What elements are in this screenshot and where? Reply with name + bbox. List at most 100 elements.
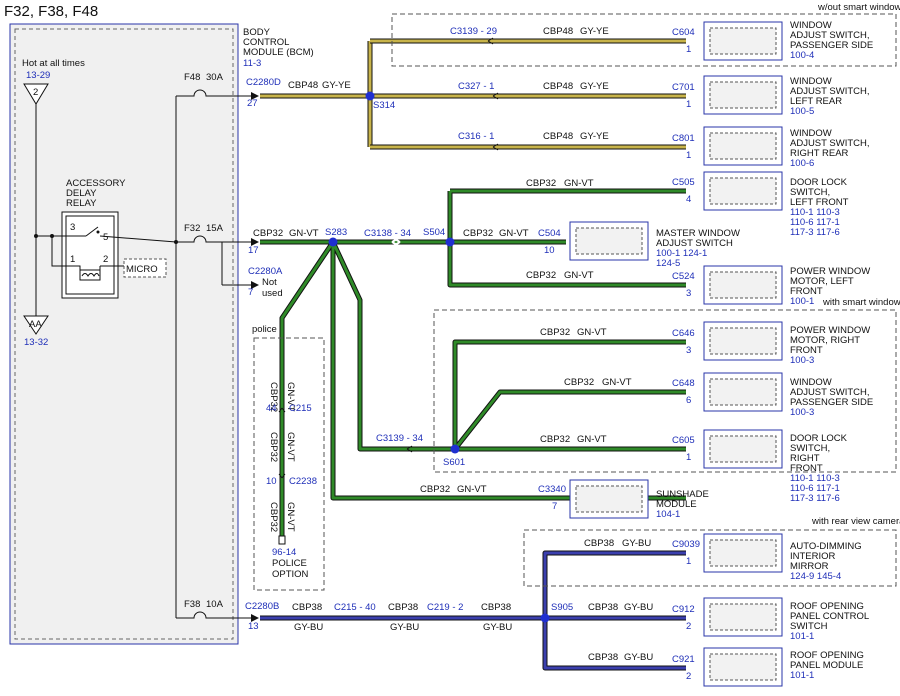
- wire-label-gn-vt-c648: GN-VT: [602, 377, 632, 388]
- wire-label-gy-ye-2: GY-YE: [580, 81, 609, 92]
- connector-c524: C524: [672, 271, 695, 282]
- connector-c801: C801: [672, 133, 695, 144]
- component-label-c701-0: WINDOW: [790, 76, 832, 87]
- splice-s504-label: S504: [423, 227, 445, 238]
- component-label-c648-2: PASSENGER SIDE: [790, 397, 873, 408]
- wire-label-cbp32-c648: CBP32: [564, 377, 594, 388]
- connector-c646: C646: [672, 328, 695, 339]
- component-label-c9039-1: INTERIOR: [790, 551, 836, 562]
- component-ref-c912-0: 101-1: [790, 631, 814, 642]
- police-label: police: [252, 324, 277, 335]
- wire-label-cbp32-main: CBP32: [253, 228, 283, 239]
- wire-label-gn-vt-c605: GN-VT: [577, 434, 607, 445]
- wire-label-cbp38-3: CBP38: [481, 602, 511, 613]
- without-smart-window-group: [391, 13, 897, 67]
- wire-label-gy-ye-1: GY-YE: [580, 26, 609, 37]
- component-label-c9039-0: AUTO-DIMMING: [790, 541, 862, 552]
- splice-s905: [540, 613, 550, 623]
- pin-c604: 1: [686, 44, 691, 55]
- component-ref-c9039-0: 124-9 145-4: [790, 571, 841, 582]
- component-label-c604-0: WINDOW: [790, 20, 832, 31]
- pin-c3340: 7: [552, 501, 557, 512]
- with-smart-window-label: with smart window: [822, 297, 900, 308]
- component-label-c648-0: WINDOW: [790, 377, 832, 388]
- yellow-branch-lines: [370, 38, 686, 150]
- hot-at-all-times-label: Hot at all times: [22, 58, 85, 69]
- connector-c921: C921: [672, 654, 695, 665]
- relay-label-line-2: DELAY: [66, 188, 97, 199]
- wire-label-gy-bu-1: GY-BU: [294, 622, 323, 633]
- component-ref-c604-0: 100-4: [790, 50, 814, 61]
- pin-c605: 1: [686, 452, 691, 463]
- component-label-c604-2: PASSENGER SIDE: [790, 40, 873, 51]
- relay-pin-5: 5: [103, 232, 108, 243]
- wire-label-cbp32-c524: CBP32: [526, 270, 556, 281]
- page-title: F32, F38, F48: [4, 3, 98, 20]
- connector-c605: C605: [672, 435, 695, 446]
- wire-label-cbp32-c505: CBP32: [526, 178, 556, 189]
- component-label-c524-2: FRONT: [790, 286, 823, 297]
- component-ref-c921-0: 101-1: [790, 670, 814, 681]
- bcm-title-line-2: CONTROL: [243, 37, 289, 48]
- inline-c3139-29: C3139 - 29: [450, 26, 497, 37]
- connector-c648: C648: [672, 378, 695, 389]
- police-option-line-2: OPTION: [272, 569, 309, 580]
- component-label-c504-0: MASTER WINDOW: [656, 228, 740, 239]
- bcm-pin-17: 17: [248, 245, 259, 256]
- component-label-c701-1: ADJUST SWITCH,: [790, 86, 870, 97]
- pin-c646: 3: [686, 345, 691, 356]
- bcm-module: BODY CONTROL MODULE (BCM) 11-3 Hot at al…: [9, 23, 314, 645]
- component-ref-c605-0: 110-1 110-3: [790, 473, 840, 484]
- component-label-c912-0: ROOF OPENING: [790, 601, 864, 612]
- splice-s601: [450, 444, 460, 454]
- inline-c3138-34: C3138 - 34: [364, 228, 411, 239]
- wire-label-gy-bu-3: GY-BU: [483, 622, 512, 633]
- component-label-c3340-0: SUNSHADE: [656, 489, 709, 500]
- police-wire-cbp32-1: CBP32: [268, 382, 279, 412]
- wire-label-gn-vt-c504: GN-VT: [499, 228, 529, 239]
- wire-label-cbp48-2: CBP48: [543, 81, 573, 92]
- pin-c701: 1: [686, 99, 691, 110]
- component-label-c646-0: POWER WINDOW: [790, 325, 870, 336]
- connector-c701: C701: [672, 82, 695, 93]
- relay-label-line-1: ACCESSORY: [66, 178, 126, 189]
- hot-pin: 2: [33, 87, 38, 98]
- component-label-c605-0: DOOR LOCK: [790, 433, 848, 444]
- component-label-c701-2: LEFT REAR: [790, 96, 842, 107]
- component-label-c605-2: RIGHT: [790, 453, 820, 464]
- bcm-title-line-1: BODY: [243, 27, 271, 38]
- relay-body: [61, 211, 119, 299]
- component-label-c504-1: ADJUST SWITCH: [656, 238, 733, 249]
- relay-pin-2: 2: [103, 254, 108, 265]
- without-smart-window-label: w/out smart window: [817, 2, 900, 13]
- wire-label-gn-vt-c505: GN-VT: [564, 178, 594, 189]
- police-option-group: [253, 337, 325, 591]
- component-label-c921-1: PANEL MODULE: [790, 660, 863, 671]
- police-wire-gn-vt-3: GN-VT: [285, 502, 296, 532]
- hot-supply-triangle-icon: [23, 83, 49, 105]
- c2280a-note-line-2: used: [262, 288, 283, 299]
- police-c2238-name: C2238: [289, 476, 317, 487]
- hot-ref: 13-29: [26, 70, 50, 81]
- component-label-c646-2: FRONT: [790, 345, 823, 356]
- component-ref-c646-0: 100-3: [790, 355, 814, 366]
- component-label-c505-1: SWITCH,: [790, 187, 830, 198]
- component-label-c912-2: SWITCH: [790, 621, 828, 632]
- connector-c9039: C9039: [672, 539, 700, 550]
- component-ref-c605-2: 117-3 117-6: [790, 493, 840, 504]
- component-label-c505-2: LEFT FRONT: [790, 197, 849, 208]
- component-label-c604-1: ADJUST SWITCH,: [790, 30, 870, 41]
- component-label-c646-1: MOTOR, RIGHT: [790, 335, 860, 346]
- wire-label-cbp38-1: CBP38: [292, 602, 322, 613]
- fuse-f38-amps: 10A: [206, 599, 224, 610]
- component-ref-c504-1: 124-5: [656, 258, 680, 269]
